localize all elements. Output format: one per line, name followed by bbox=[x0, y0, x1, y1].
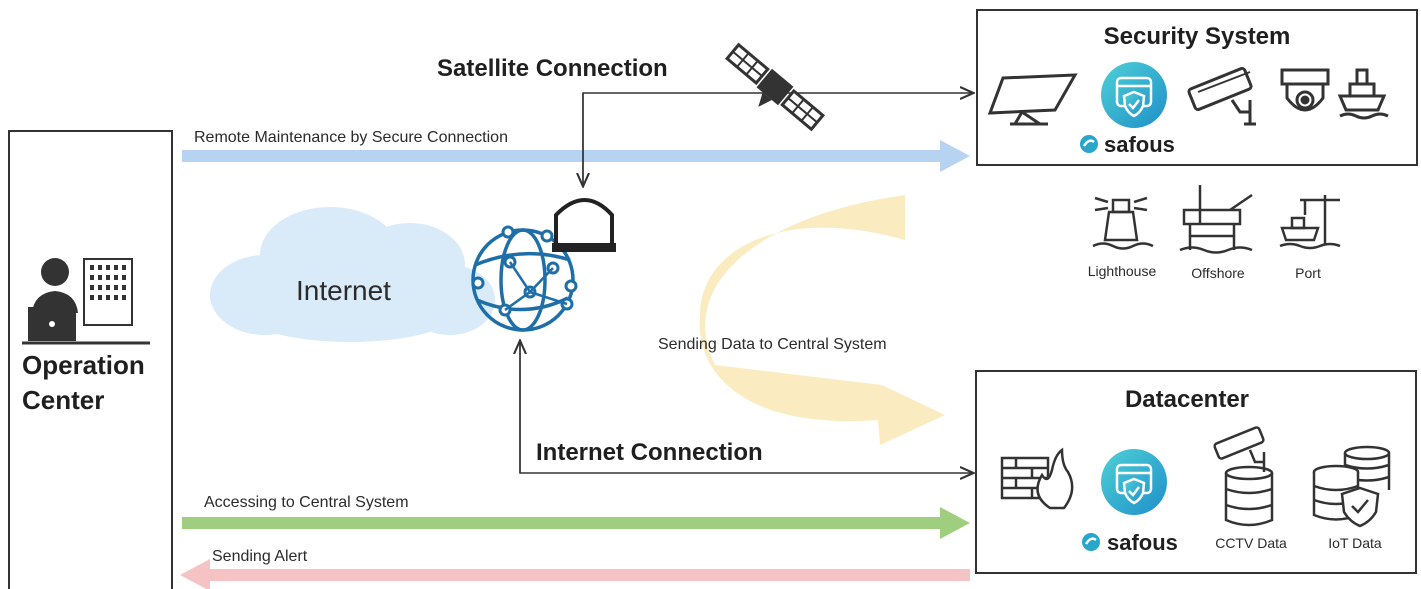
security-system-brand: safous bbox=[1104, 132, 1175, 157]
datacenter-brand: safous bbox=[1107, 530, 1178, 555]
network-globe-icon bbox=[471, 225, 578, 332]
satellite-connection-label: Satellite Connection bbox=[437, 55, 668, 82]
satellite-connection-lines bbox=[583, 93, 972, 185]
datacenter-safous-logo-icon bbox=[1082, 533, 1100, 551]
operation-center-box bbox=[8, 130, 173, 589]
gateway-dome-icon bbox=[552, 198, 616, 252]
internet-connection-lines bbox=[520, 342, 972, 473]
operation-center-title-line2: Center bbox=[22, 385, 104, 415]
safous-app-icon bbox=[1101, 62, 1167, 128]
datacenter-safous-app-icon bbox=[1101, 449, 1167, 515]
site-label-lighthouse: Lighthouse bbox=[1088, 263, 1157, 279]
security-system-box bbox=[976, 9, 1418, 166]
datacenter-title: Datacenter bbox=[1125, 386, 1249, 413]
internet-connection-label: Internet Connection bbox=[536, 439, 763, 466]
dome-camera-icon bbox=[1280, 68, 1330, 112]
satellite-icon bbox=[724, 42, 826, 132]
remote-maintenance-arrow bbox=[182, 140, 970, 172]
safous-logo-icon bbox=[1080, 135, 1098, 153]
ship-icon bbox=[1337, 68, 1389, 120]
cctv-database-icon bbox=[1213, 426, 1274, 527]
internet-cloud-label: Internet bbox=[296, 275, 391, 306]
accessing-arrow bbox=[182, 507, 970, 539]
security-system-title: Security System bbox=[1104, 23, 1291, 50]
port-icon bbox=[1279, 195, 1341, 250]
sending-data-curved-arrow bbox=[699, 195, 945, 445]
internet-cloud bbox=[210, 207, 495, 342]
datacenter-item-cctv: CCTV Data bbox=[1215, 535, 1287, 551]
datacenter-item-iot: IoT Data bbox=[1328, 535, 1382, 551]
firewall-icon bbox=[1000, 447, 1074, 510]
site-label-offshore: Offshore bbox=[1191, 265, 1245, 281]
sending-data-label: Sending Data to Central System bbox=[658, 336, 887, 353]
offshore-platform-icon bbox=[1179, 185, 1253, 254]
remote-maintenance-label: Remote Maintenance by Secure Connection bbox=[194, 129, 508, 146]
accessing-label: Accessing to Central System bbox=[204, 494, 409, 511]
lighthouse-icon bbox=[1092, 196, 1154, 250]
cctv-camera-icon bbox=[1187, 66, 1256, 126]
operation-center-title-line1: Operation bbox=[22, 350, 145, 380]
iot-database-icon bbox=[1312, 445, 1391, 528]
satellite-dish-icon bbox=[987, 73, 1078, 126]
sending-alert-arrow bbox=[180, 559, 970, 589]
sending-alert-label: Sending Alert bbox=[212, 548, 308, 565]
operator-icon bbox=[22, 258, 150, 345]
site-label-port: Port bbox=[1295, 265, 1321, 281]
